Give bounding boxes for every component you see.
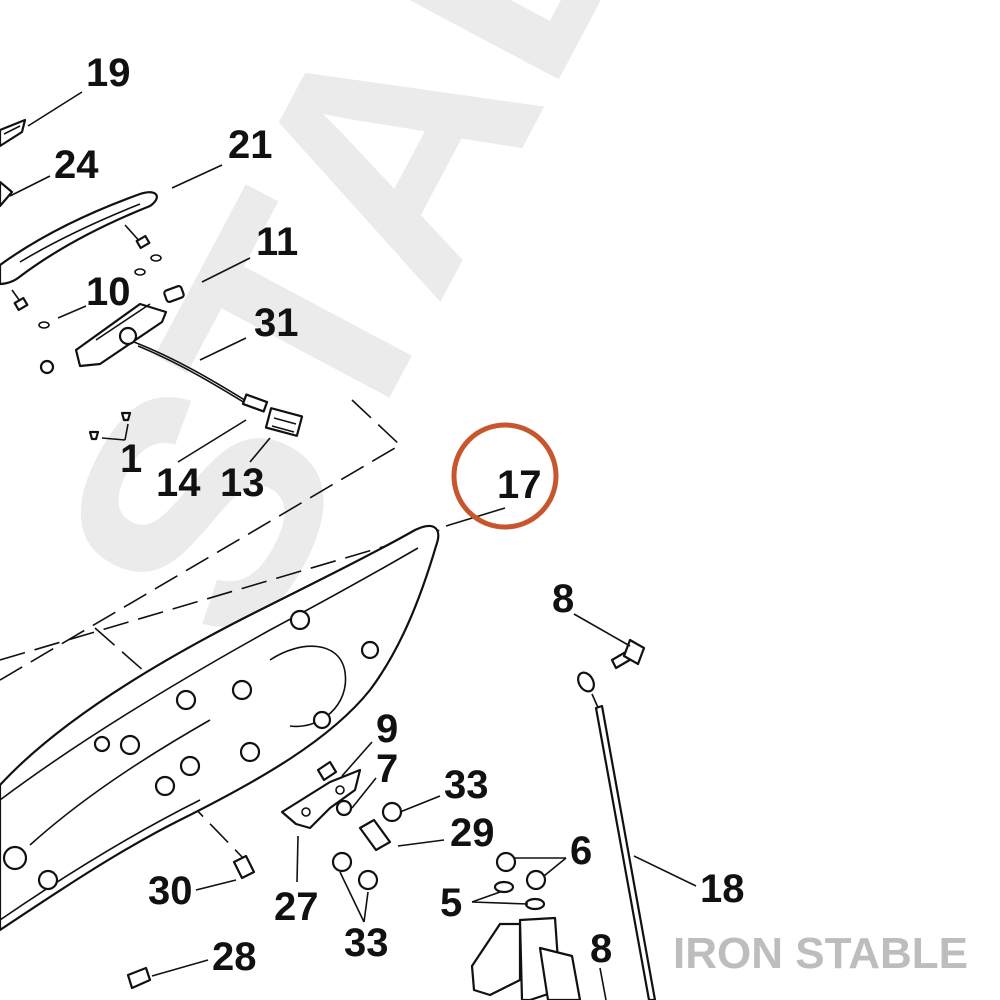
support-cable-18 [577,671,657,1000]
bolt-8 [610,638,646,670]
callout-11: 11 [256,220,298,264]
callout-24: 24 [54,143,99,187]
callout-21: 21 [228,123,273,167]
callout-8-top: 8 [552,577,574,621]
callout-33-right: 33 [444,763,489,807]
highlight-ring [451,422,559,530]
callout-5: 5 [440,881,462,925]
nuts-6 [495,851,547,891]
callout-9: 9 [376,707,398,751]
bolts-33 [331,799,403,891]
liftgate-panel-17 [0,524,440,932]
callout-31: 31 [254,301,299,345]
callout-30: 30 [148,869,193,913]
callout-7: 7 [376,747,398,791]
pin-28 [126,966,152,990]
callout-10: 10 [86,270,131,314]
callout-19: 19 [86,51,131,95]
pin-29 [358,818,392,852]
callout-14: 14 [156,461,201,505]
callout-6: 6 [570,829,592,873]
callout-13: 13 [220,461,265,505]
callout-18: 18 [700,867,745,911]
wiring-harness-31 [133,341,269,413]
callout-28: 28 [212,935,257,979]
washers-5 [493,880,546,911]
callout-27: 27 [274,885,319,929]
callout-29: 29 [450,811,495,855]
callout-1: 1 [120,437,142,481]
screws-1 [88,411,132,441]
callout-17: 17 [497,463,542,507]
connector-13 [264,407,304,437]
lock-cylinder-10 [39,285,185,375]
trim-piece-24 [0,180,14,208]
callout-33-bottom: 33 [344,921,389,965]
hinge-bracket-27 [280,760,362,830]
handle-garnish-21 [0,191,158,312]
trim-strip-19 [0,118,27,148]
pin-30 [232,854,256,880]
brand-logo-text: IRON STABLE [673,929,968,978]
hinge-lower [470,916,582,1000]
callout-8-bottom: 8 [590,927,612,971]
o-rings [38,254,162,329]
callout-labels: 19 24 21 11 10 31 1 14 13 17 8 9 7 33 29… [54,51,745,979]
